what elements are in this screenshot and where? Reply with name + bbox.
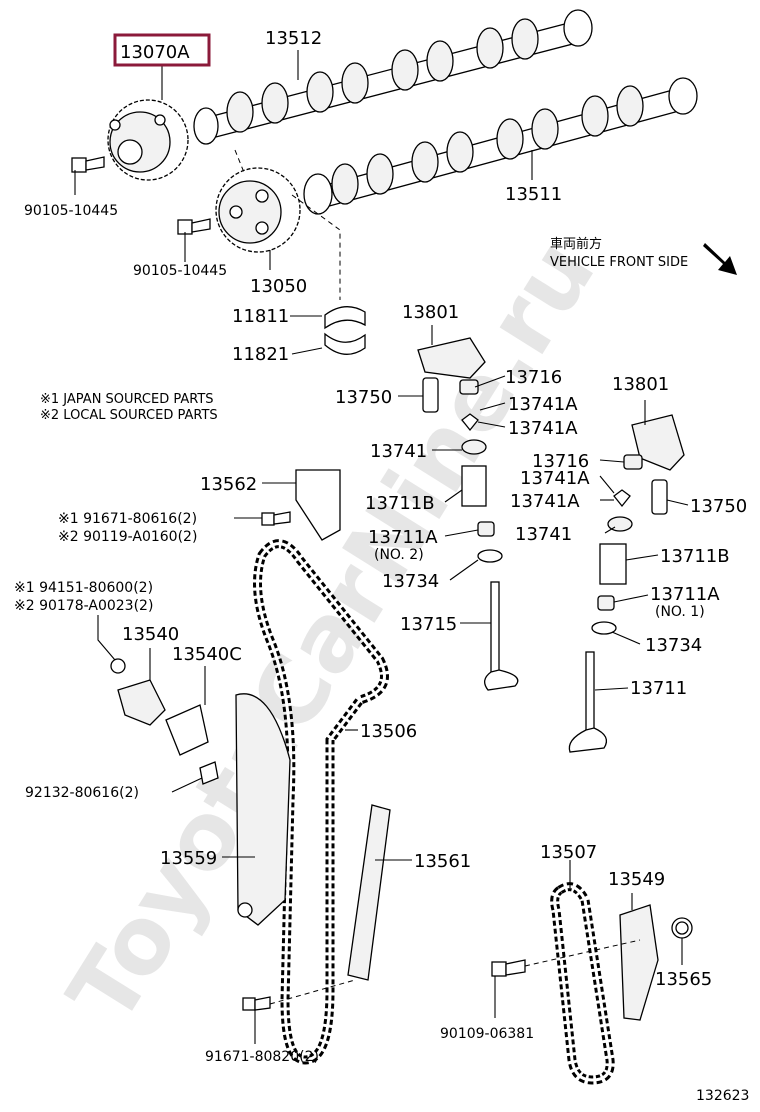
seat-13711A-left <box>477 521 495 537</box>
rocker-13801-right <box>631 414 685 471</box>
washer-13734-left <box>477 549 503 563</box>
camshaft-13511 <box>303 77 698 215</box>
label-13565[interactable]: 13565 <box>655 969 712 990</box>
tensioner-arm-13549 <box>619 904 659 1021</box>
label-11821[interactable]: 11821 <box>232 344 289 365</box>
spring-13565 <box>671 917 693 939</box>
spring-13711B-right <box>599 543 627 585</box>
label-13050[interactable]: 13050 <box>250 276 307 297</box>
label-13734-right[interactable]: 13734 <box>645 635 702 656</box>
front-note-japanese: 車両前方 <box>550 236 602 252</box>
diagram-id: 132623 <box>696 1088 749 1104</box>
label-13511[interactable]: 13511 <box>505 184 562 205</box>
timing-gear-13070A <box>107 99 189 181</box>
label-13512[interactable]: 13512 <box>265 28 322 49</box>
label-13801-left[interactable]: 13801 <box>402 302 459 323</box>
highlight-box-13070A <box>113 33 211 67</box>
bearing-11811 <box>324 306 366 330</box>
front-arrow-icon <box>703 243 737 275</box>
timing-gear-13050 <box>215 167 301 253</box>
label-91671-80616[interactable]: ※1 91671-80616(2) <box>58 511 197 527</box>
tensioner-nut <box>110 658 126 674</box>
bearing-11821 <box>324 332 366 355</box>
bolt-90109 <box>491 959 526 977</box>
camshaft-13512 <box>193 9 593 145</box>
label-13711A-right[interactable]: 13711A <box>650 584 720 605</box>
label-92132-80616[interactable]: 92132-80616(2) <box>25 785 139 801</box>
bolt-91671-80820 <box>242 996 271 1011</box>
bolt-91671-80616 <box>261 511 291 526</box>
rocker-13801-left <box>417 337 486 379</box>
label-13711A-left[interactable]: 13711A <box>368 527 438 548</box>
label-13801-right[interactable]: 13801 <box>612 374 669 395</box>
label-13549[interactable]: 13549 <box>608 869 665 890</box>
label-13716-left[interactable]: 13716 <box>505 367 562 388</box>
label-90105-lower[interactable]: 90105-10445 <box>133 263 227 279</box>
label-13711B-right[interactable]: 13711B <box>660 546 730 567</box>
seat-13711A-right <box>597 595 615 611</box>
spring-13711B-left <box>461 465 487 507</box>
lash-adjuster-13750-left <box>422 377 439 413</box>
label-13750-left[interactable]: 13750 <box>335 387 392 408</box>
label-13715[interactable]: 13715 <box>400 614 457 635</box>
label-90178-A0023[interactable]: ※2 90178-A0023(2) <box>14 598 153 614</box>
front-note-english: VEHICLE FRONT SIDE <box>550 255 688 270</box>
label-91671-80820[interactable]: 91671-80820(2) <box>205 1049 319 1065</box>
note-japan-sourced: ※1 JAPAN SOURCED PARTS <box>40 392 214 407</box>
keeper-13741A-left <box>461 413 479 432</box>
label-94151-80600[interactable]: ※1 94151-80600(2) <box>14 580 153 596</box>
gasket-13540C <box>165 704 209 756</box>
bolt-90105-lower <box>177 218 211 235</box>
lash-adjuster-13750-right <box>651 479 668 515</box>
tensioner-13540 <box>117 679 166 726</box>
label-13507[interactable]: 13507 <box>540 842 597 863</box>
label-13741A-right-a[interactable]: 13741A <box>520 468 590 489</box>
retainer-13741-left <box>461 439 487 455</box>
label-13711A-right-sub: (NO. 1) <box>655 604 705 620</box>
label-13734-left[interactable]: 13734 <box>382 571 439 592</box>
label-13741-right[interactable]: 13741 <box>515 524 572 545</box>
bolt-90105-upper <box>71 156 105 173</box>
stud-92132 <box>199 761 219 785</box>
valve-13715 <box>484 581 519 691</box>
label-13741A-left-a[interactable]: 13741A <box>508 394 578 415</box>
cap-13716-left <box>459 379 479 395</box>
keeper-13741A-right <box>613 489 631 508</box>
label-13750-right[interactable]: 13750 <box>690 496 747 517</box>
label-13070A[interactable]: 13070A <box>120 42 190 63</box>
damper-13561 <box>347 804 391 981</box>
label-13562[interactable]: 13562 <box>200 474 257 495</box>
label-13540C[interactable]: 13540C <box>172 644 242 665</box>
label-13559[interactable]: 13559 <box>160 848 217 869</box>
label-13561[interactable]: 13561 <box>414 851 471 872</box>
label-13716-right[interactable]: 13716 <box>532 451 589 472</box>
note-local-sourced: ※2 LOCAL SOURCED PARTS <box>40 408 218 423</box>
label-13741A-right-b[interactable]: 13741A <box>510 491 580 512</box>
cap-13716-right <box>623 454 643 470</box>
washer-13734-right <box>591 621 617 635</box>
chain-13506 <box>253 539 389 1065</box>
guide-13562 <box>295 469 341 541</box>
label-13741A-left-b[interactable]: 13741A <box>508 418 578 439</box>
label-13711[interactable]: 13711 <box>630 678 687 699</box>
label-13540[interactable]: 13540 <box>122 624 179 645</box>
label-13711B-left[interactable]: 13711B <box>365 493 435 514</box>
label-90105-upper[interactable]: 90105-10445 <box>24 203 118 219</box>
label-13711A-left-sub: (NO. 2) <box>374 547 424 563</box>
label-11811[interactable]: 11811 <box>232 306 289 327</box>
label-13506[interactable]: 13506 <box>360 721 417 742</box>
valve-13711 <box>568 651 608 753</box>
label-90109-06381[interactable]: 90109-06381 <box>440 1026 534 1042</box>
chain-13507 <box>550 882 615 1085</box>
label-13741-left[interactable]: 13741 <box>370 441 427 462</box>
label-90119-A0160[interactable]: ※2 90119-A0160(2) <box>58 529 197 545</box>
leader-lines <box>74 50 689 1044</box>
slipper-13559 <box>235 693 291 926</box>
